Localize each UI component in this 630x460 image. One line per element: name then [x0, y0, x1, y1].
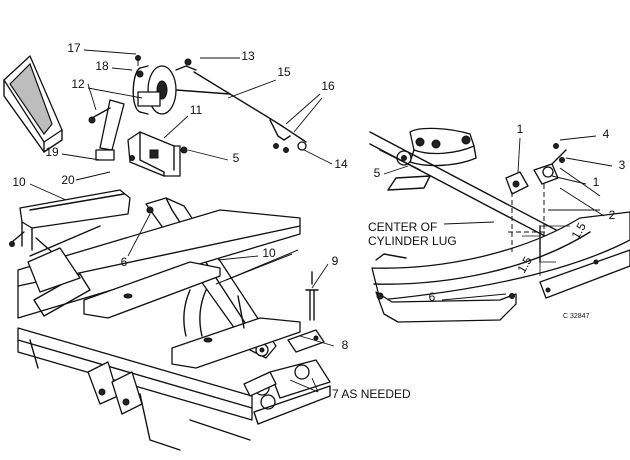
detail-lug-parts	[505, 143, 601, 197]
hose-reel	[132, 55, 231, 115]
callout-5-left: 5	[233, 151, 240, 165]
drawing-number: C 32847	[563, 313, 590, 320]
frame-beams	[17, 209, 301, 421]
detail-frame-beam	[539, 249, 630, 299]
callout-14-left: 14	[334, 157, 348, 171]
crank-handle	[88, 99, 125, 161]
callout-16-left: 16	[321, 79, 335, 93]
lower-mechanism	[243, 329, 331, 425]
callout-10b-left: 10	[262, 246, 276, 260]
right-callout-labels: 1 4 3 5 1 2 6	[374, 122, 626, 304]
left-leader-lines	[29, 49, 335, 393]
left-assembly	[3, 49, 335, 451]
detail-bottom-plate	[375, 291, 517, 323]
callout-20-left: 20	[61, 173, 75, 187]
callout-18-left: 18	[95, 59, 109, 73]
callout-10a-left: 10	[12, 175, 26, 189]
note-as-needed: 7 AS NEEDED	[332, 387, 411, 401]
callout-9-left: 9	[332, 254, 339, 268]
upper-lift-arm	[9, 189, 131, 253]
detail-top-mount	[396, 127, 477, 167]
callout-15-left: 15	[277, 65, 291, 79]
callout-5-right: 5	[374, 166, 381, 180]
cable-rod	[193, 71, 307, 153]
callout-8-left: 8	[342, 338, 349, 352]
callout-3-right: 3	[619, 158, 626, 172]
pin-9	[305, 271, 319, 321]
callout-1a-right: 1	[517, 122, 524, 136]
detail-centerlines	[508, 184, 600, 263]
tine-shanks	[183, 249, 299, 337]
note-center-line1: CENTER OF	[368, 220, 437, 234]
callout-6-left: 6	[121, 255, 128, 269]
callout-1b-right: 1	[593, 175, 600, 189]
callout-17-left: 17	[67, 41, 81, 55]
detail-rods	[369, 131, 561, 245]
callout-11-left: 11	[190, 103, 203, 117]
callout-4-right: 4	[603, 127, 610, 141]
left-callout-labels: 17 18 13 15 12 16 11 19 5 14 20 10 10 6 9 8	[12, 41, 348, 352]
smv-reflector-sign	[3, 55, 63, 153]
callout-6-right: 6	[429, 290, 436, 304]
hitch-plates	[29, 339, 251, 451]
callout-13-left: 13	[241, 49, 255, 63]
right-detail	[369, 127, 630, 323]
right-leader-lines	[383, 135, 613, 301]
callout-12-left: 12	[71, 77, 85, 91]
callout-2-right: 2	[609, 208, 616, 222]
mount-bracket	[127, 131, 188, 177]
detail-dimension-arrows	[522, 225, 570, 276]
callout-19-left: 19	[45, 145, 59, 159]
note-center-line2: CYLINDER LUG	[368, 234, 457, 248]
